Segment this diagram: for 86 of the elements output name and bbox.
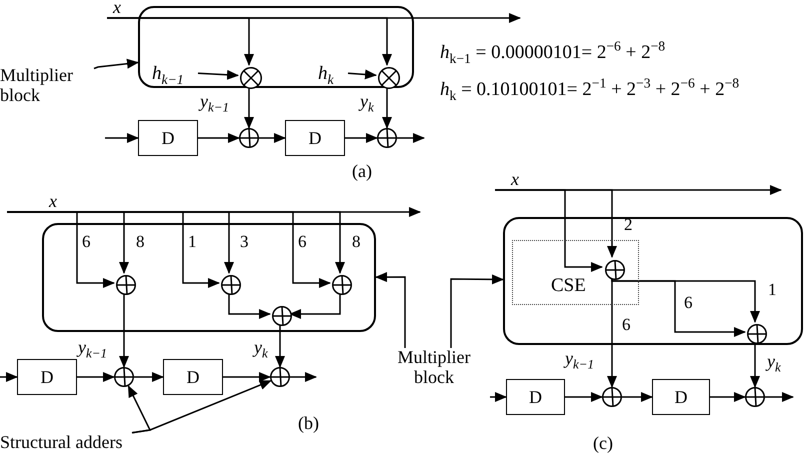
equation: h$_{k}$ = 0.10100101= 2$^{−1}$ + 2$^{−3}$ + 2$^{−6}$ + 2$^{−8}$ <box>440 80 740 101</box>
arrow <box>495 185 782 195</box>
callout-text: Multiplier block <box>392 348 476 388</box>
delay-box: D <box>506 379 565 415</box>
multiplier-block <box>138 6 414 88</box>
adder-symbol <box>114 367 134 387</box>
arrow <box>490 392 507 402</box>
arrow <box>765 392 794 402</box>
shift-amount: 6 <box>684 294 692 313</box>
cse-label: CSE <box>551 275 586 297</box>
coefficient-label: h$_{k−1}$ <box>152 62 200 86</box>
shift-amount: 6 <box>622 316 630 335</box>
adder-symbol <box>221 275 241 295</box>
shift-amount: 8 <box>352 233 360 252</box>
arrow <box>198 70 239 80</box>
coefficient-label: h$_{k}$ <box>318 62 350 86</box>
panel-label: (c) <box>593 434 613 454</box>
arrow <box>223 372 271 382</box>
multiplier-symbol <box>240 67 262 89</box>
arrow <box>259 133 286 143</box>
arrow <box>290 372 317 382</box>
shift-amount: 1 <box>768 281 776 300</box>
arrow <box>77 372 115 382</box>
callout-text: Multiplier block <box>0 64 94 108</box>
shift-amount: 8 <box>136 233 144 252</box>
output-label: y$_{k−1}$ <box>78 338 107 358</box>
multiplier-block <box>503 217 803 345</box>
arrow <box>397 133 425 143</box>
delay-box: D <box>285 120 345 156</box>
adder-symbol <box>116 275 136 295</box>
delay-box: D <box>163 359 223 395</box>
adder-symbol <box>332 275 352 295</box>
leader-arrow <box>132 380 272 434</box>
adder-symbol <box>602 387 622 407</box>
arrow <box>750 342 760 388</box>
arrow <box>275 324 285 368</box>
arrow <box>710 392 746 402</box>
shift-amount: 1 <box>188 233 196 252</box>
signal-label: x <box>113 0 121 18</box>
shift-amount: 3 <box>240 233 248 252</box>
arrow <box>348 69 377 80</box>
output-label: y$_{k}$ <box>360 92 374 112</box>
adder-symbol <box>270 367 290 387</box>
arrow <box>7 207 421 217</box>
shift-amount: 2 <box>624 216 632 235</box>
shift-amount: 6 <box>82 233 90 252</box>
panel-label: (a) <box>352 162 372 182</box>
arrow <box>565 392 603 402</box>
cse-dotted-box <box>512 240 639 305</box>
signal-label: x <box>49 192 57 212</box>
output-label: y$_{k−1}$ <box>565 349 594 369</box>
output-label: y$_{k}$ <box>254 338 268 358</box>
delay-box: D <box>138 120 198 156</box>
arrow <box>228 293 271 319</box>
multiplier-block <box>42 223 376 332</box>
delay-box: D <box>17 359 77 395</box>
arrow <box>244 87 254 129</box>
arrow <box>607 277 617 388</box>
arrow <box>107 13 521 23</box>
arrow <box>0 372 18 382</box>
output-label: y$_{k}$ <box>767 352 781 372</box>
leader-arrow <box>94 58 139 70</box>
leader-arrow <box>450 274 504 348</box>
panel-label: (b) <box>298 414 319 434</box>
multiplier-symbol <box>378 67 400 89</box>
delay-box: D <box>652 379 710 415</box>
adder-symbol <box>747 324 767 344</box>
arrow <box>289 293 341 319</box>
arrow <box>105 133 139 143</box>
adder-symbol <box>605 260 625 280</box>
adder-symbol <box>272 306 292 326</box>
arrow <box>198 133 240 143</box>
signal-label: x <box>511 170 519 190</box>
equation: h$_{k−1}$ = 0.00000101= 2$^{−6}$ + 2$^{−8}$ <box>440 43 666 64</box>
arrow <box>119 293 129 368</box>
arrow <box>382 87 392 129</box>
leader-arrow <box>375 272 406 348</box>
adder-symbol <box>239 128 259 148</box>
arrow <box>622 392 653 402</box>
arrow <box>345 133 378 143</box>
adder-symbol <box>377 128 397 148</box>
arrow <box>134 372 164 382</box>
output-label: y$_{k−1}$ <box>200 92 229 112</box>
callout-text: Structural adders <box>0 432 132 454</box>
shift-amount: 6 <box>298 233 306 252</box>
adder-symbol <box>745 387 765 407</box>
